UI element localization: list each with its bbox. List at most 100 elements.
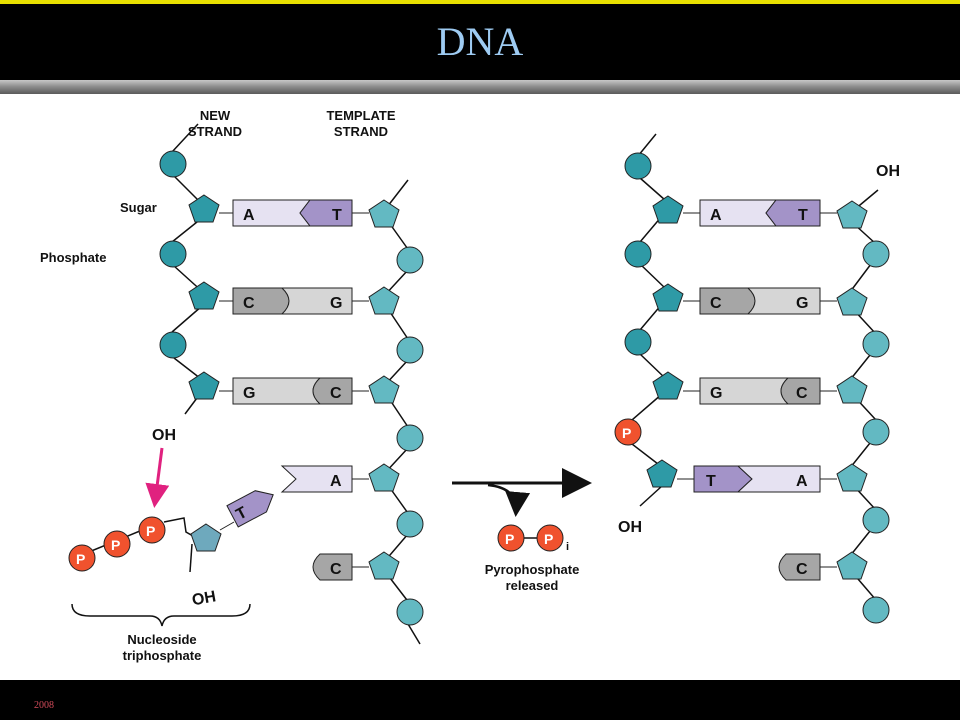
sugar-node: [188, 281, 220, 310]
new-phosphate-bond: [614, 418, 642, 446]
sugar-node: [652, 283, 684, 312]
right-pair-1: A T: [683, 199, 837, 227]
right-unpaired-c: C: [778, 553, 837, 581]
left-pair-2: C G: [219, 287, 369, 315]
phosphate-p-node: [138, 516, 166, 544]
base-letter: C: [243, 295, 255, 312]
phosphate-node: [862, 506, 890, 534]
right-new-sugars: [646, 195, 684, 488]
right-template-sugars: [836, 200, 868, 580]
base-letter: A: [796, 473, 808, 490]
bond-formation-arrow: [145, 447, 170, 508]
phosphate-node: [624, 240, 652, 268]
inorganic-subscript: i: [566, 541, 569, 553]
base-letter: A: [710, 207, 722, 224]
sugar-label: Sugar: [120, 200, 157, 215]
phosphate-node: [396, 424, 424, 452]
right-pair-4: T A: [677, 465, 837, 493]
pyrophosphate-label-line1: Pyrophosphate: [485, 562, 580, 577]
sugar-node: [368, 463, 400, 492]
base-letter: C: [710, 295, 722, 312]
base-letter: C: [796, 561, 808, 578]
footer-year: 2008: [34, 700, 54, 711]
phosphate-node: [159, 331, 187, 359]
sugar-node: [836, 551, 868, 580]
phosphate-p-node: [497, 524, 525, 552]
pyrophosphate: P P i: [497, 524, 569, 553]
pyrophosphate-label-line2: released: [506, 578, 559, 593]
nucleoside-brace: [71, 603, 251, 627]
phosphate-p-node: [68, 544, 96, 572]
dna-replication-diagram: NEW STRAND TEMPLATE STRAND Sugar Phospha…: [40, 108, 900, 663]
template-unpaired-c: C: [312, 553, 369, 581]
sugar-node: [368, 286, 400, 315]
right-bottom-oh-label: OH: [618, 519, 642, 536]
base-letter: G: [243, 385, 255, 402]
new-strand-label-line2: STRAND: [188, 124, 242, 139]
sugar-node: [368, 199, 400, 228]
phosphate-node: [862, 418, 890, 446]
nucleoside-triphosphate: P P P T OH: [68, 490, 274, 609]
phosphate-node: [862, 330, 890, 358]
p-label: P: [544, 531, 553, 547]
new-strand-label-line1: NEW: [200, 108, 231, 123]
sugar-node: [188, 194, 220, 223]
p-label: P: [622, 425, 631, 441]
sugar-node: [646, 459, 678, 488]
nucleoside-label-line1: Nucleoside: [127, 632, 196, 647]
right-pair-3: G C: [683, 377, 837, 405]
base-letter: A: [330, 473, 342, 490]
phosphate-node: [862, 596, 890, 624]
left-pair-3: G C: [219, 377, 369, 405]
p-label: P: [505, 531, 514, 547]
left-new-phosphates: [159, 150, 187, 359]
sugar-node: [836, 287, 868, 316]
base-letter: G: [330, 295, 342, 312]
left-new-sugars: [188, 194, 220, 400]
left-template-strand-backbone: [383, 179, 421, 645]
sugar-node: [836, 200, 868, 229]
phosphate-label: Phosphate: [40, 250, 106, 265]
sugar-node: [368, 551, 400, 580]
template-unpaired-a: A: [280, 465, 369, 493]
nucleoside-label-line2: triphosphate: [123, 648, 202, 663]
right-pair-2: C G: [683, 287, 837, 315]
phosphate-node: [862, 240, 890, 268]
right-top-oh-label: OH: [876, 163, 900, 180]
right-template-phosphates: [862, 240, 890, 624]
sugar-node: [368, 375, 400, 404]
page-title: DNA: [436, 19, 524, 64]
phosphate-node: [396, 510, 424, 538]
base-letter: C: [330, 385, 342, 402]
phosphate-p-node: [536, 524, 564, 552]
sugar-node: [190, 523, 222, 552]
left-template-phosphates: [396, 246, 424, 626]
phosphate-node: [159, 240, 187, 268]
right-template-strand-backbone: [849, 189, 879, 601]
right-new-strand-backbone: [631, 133, 666, 507]
base-letter: A: [243, 207, 255, 224]
phosphate-p-node: [103, 530, 131, 558]
release-curve-arrow: [487, 483, 531, 517]
p-label: P: [146, 523, 155, 539]
p-label: P: [111, 537, 120, 553]
top-accent-line: [0, 0, 960, 4]
sugar-node: [652, 371, 684, 400]
base-letter: T: [332, 207, 342, 224]
sugar-node: [836, 375, 868, 404]
p-label: P: [76, 551, 85, 567]
left-pair-1: A T: [219, 199, 369, 227]
template-strand-label-line2: STRAND: [334, 124, 388, 139]
sugar-node: [188, 371, 220, 400]
triphosphate-oh-label: OH: [191, 588, 218, 609]
phosphate-node: [396, 336, 424, 364]
left-template-sugars: [368, 199, 400, 580]
sugar-node: [652, 195, 684, 224]
phosphate-node: [624, 328, 652, 356]
base-letter: T: [706, 473, 716, 490]
base-letter: T: [798, 207, 808, 224]
phosphate-node: [396, 598, 424, 626]
phosphate-node: [396, 246, 424, 274]
base-letter: C: [796, 385, 808, 402]
left-oh-label: OH: [152, 427, 176, 444]
